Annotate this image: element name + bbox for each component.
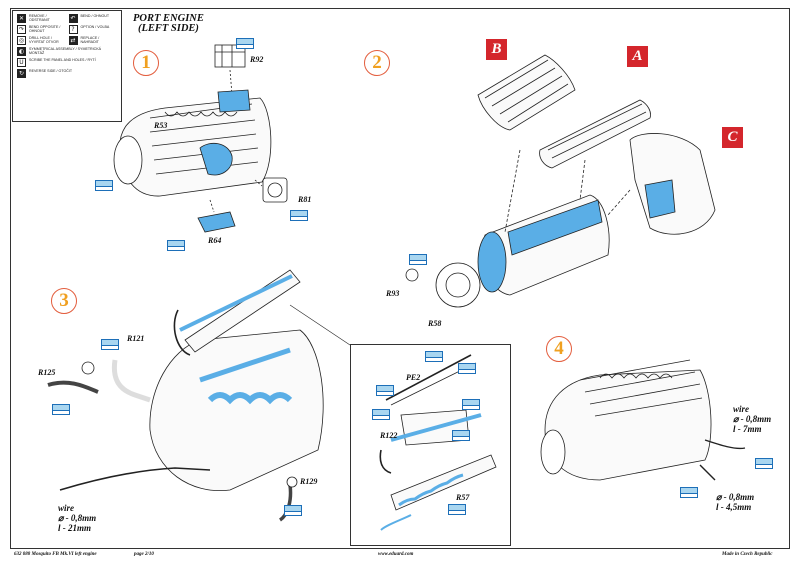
drill-icon: ◎ xyxy=(17,36,26,45)
pe-color-tag xyxy=(376,385,394,396)
step-3-badge: 3 xyxy=(51,288,77,314)
part-label-r58: R58 xyxy=(428,319,442,328)
step-4-badge: 4 xyxy=(546,336,572,362)
step2-exploded-drawing xyxy=(405,54,716,308)
wire-note-step4-a: wire ⌀ - 0,8mm l - 7mm xyxy=(733,404,772,434)
wire-note-step3: wire ⌀ - 0,8mm l - 21mm xyxy=(58,503,97,533)
part-label-r129: R129 xyxy=(300,477,318,486)
part-label-r125: R125 xyxy=(38,368,56,377)
wire-note-step4-b: ⌀ - 0,8mm l - 4,5mm xyxy=(716,492,755,512)
pe-color-tag xyxy=(462,399,480,410)
footer-kit-code: 632 088 Mosquito FB Mk.VI left engine xyxy=(14,552,97,557)
legend-item-symmetrical: ◐SYMMETRICAL ASSEMBLY / SYMETRICKÁ MONTÁ… xyxy=(17,47,102,56)
option-icon: ? xyxy=(68,25,78,34)
part-label-r57: R57 xyxy=(456,493,470,502)
subassembly-a-badge: A xyxy=(627,46,648,67)
pe-color-tag xyxy=(409,254,427,265)
subassembly-c-badge: C xyxy=(722,127,743,148)
legend-item-remove: ✕REMOVE / ODSTRANIT xyxy=(17,14,50,23)
footer-origin: Made in Czech Republic xyxy=(722,552,773,557)
pe-color-tag xyxy=(372,409,390,420)
pe-color-tag xyxy=(680,487,698,498)
remove-icon: ✕ xyxy=(17,14,26,23)
scribe-icon: U xyxy=(17,58,26,67)
pe-color-tag xyxy=(95,180,113,191)
inset-detail-box xyxy=(350,344,511,546)
pe-color-tag xyxy=(284,505,302,516)
symbol-legend: ✕REMOVE / ODSTRANIT ↶BEND / OHNOUT ↷BEND… xyxy=(12,10,122,122)
step-1-badge: 1 xyxy=(133,50,159,76)
reverse-icon: ↻ xyxy=(17,69,26,78)
legend-item-reverse: ↻REVERSE SIDE / OTOČIT xyxy=(17,69,73,78)
bend-opposite-icon: ↷ xyxy=(17,25,26,34)
pe-color-tag xyxy=(448,504,466,515)
step4-engine-drawing xyxy=(540,359,746,481)
pe-color-tag xyxy=(452,430,470,441)
pe-color-tag xyxy=(167,240,185,251)
legend-item-drill: ◎DRILL HOLE / VYVRTAT OTVOR xyxy=(17,36,59,45)
part-label-r64: R64 xyxy=(208,236,222,245)
part-label-r81: R81 xyxy=(298,195,312,204)
instruction-sheet xyxy=(10,8,790,549)
part-label-r121: R121 xyxy=(127,334,145,343)
legend-item-bend: ↶BEND / OHNOUT xyxy=(68,14,110,23)
part-label-r92: R92 xyxy=(250,55,264,64)
pe-color-tag xyxy=(755,458,773,469)
part-label-r93: R93 xyxy=(386,289,400,298)
pe-color-tag xyxy=(101,339,119,350)
part-label-r122: R122 xyxy=(380,431,398,440)
legend-item-option: ?OPTION / VOLBA xyxy=(68,25,118,34)
pe-color-tag xyxy=(425,351,443,362)
pe-color-tag xyxy=(236,38,254,49)
page-title: PORT ENGINE (LEFT SIDE) xyxy=(133,13,204,34)
part-label-pe2: PE2 xyxy=(406,373,421,382)
footer-page-number: page 2/10 xyxy=(134,552,154,557)
legend-item-replace: ⇄REPLACE / NAHRADIT xyxy=(68,36,100,45)
step1-engine-drawing xyxy=(113,44,288,233)
step-2-badge: 2 xyxy=(364,50,390,76)
pe-color-tag xyxy=(52,404,70,415)
symmetrical-icon: ◐ xyxy=(17,47,26,56)
bend-icon: ↶ xyxy=(68,14,78,23)
inset-drawing xyxy=(379,354,497,531)
step3-engine-drawing xyxy=(47,269,351,522)
subassembly-b-badge: B xyxy=(486,39,507,60)
page-footer: 632 088 Mosquito FB Mk.VI left engine pa… xyxy=(10,549,790,561)
part-label-r53: R53 xyxy=(154,121,168,130)
footer-url: www.eduard.com xyxy=(378,552,414,557)
pe-color-tag xyxy=(458,363,476,374)
legend-item-bend-opposite: ↷BEND OPPOSITE / OHNOUT xyxy=(17,25,61,34)
replace-icon: ⇄ xyxy=(68,36,78,45)
pe-color-tag xyxy=(290,210,308,221)
